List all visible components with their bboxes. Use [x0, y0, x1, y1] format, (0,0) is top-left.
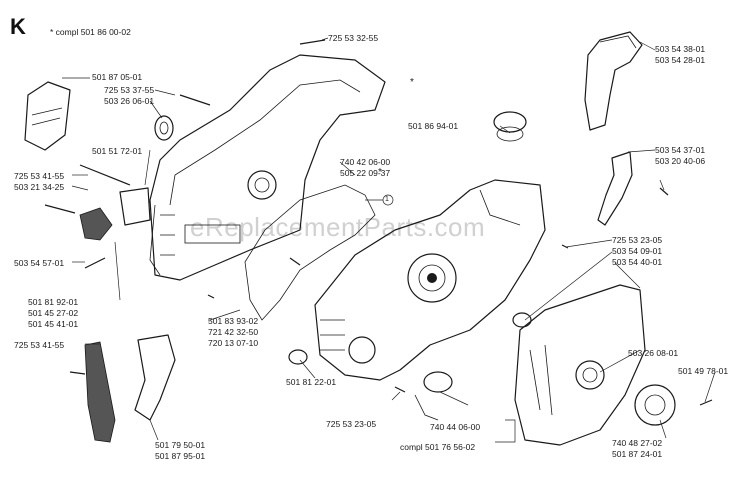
part-label: 725 53 23-05	[612, 235, 663, 245]
tensioner-block	[79, 207, 113, 241]
clutch-drum	[634, 384, 676, 426]
part-label: 503 26 06-01	[104, 96, 155, 106]
part-label: 503 20 40-06	[655, 156, 706, 166]
part-label: 501 45 27-02	[28, 308, 79, 318]
air-duct	[584, 31, 643, 131]
part-label: 720 13 07-10	[208, 338, 259, 348]
chain-guard-plate	[24, 81, 71, 151]
part-label: 725 53 32-55	[328, 33, 379, 43]
compl-note: * compl 501 86 00-02	[50, 27, 131, 37]
part-label: 503 54 28-01	[655, 55, 706, 65]
seal-ring-left	[154, 115, 174, 141]
part-label: 503 54 40-01	[612, 257, 663, 267]
crankcase-upper-half	[149, 54, 386, 281]
part-label: 725 53 41-55	[14, 340, 65, 350]
part-label: 501 49 78-01	[678, 366, 729, 376]
part-label: 740 42 06-00	[340, 157, 391, 167]
part-label: 501 81 22-01	[286, 377, 337, 387]
clutch-cover-plate	[514, 284, 646, 446]
part-label: 501 81 92-01	[28, 297, 79, 307]
grommet	[493, 111, 527, 142]
spike-bumper	[84, 334, 176, 443]
asterisk-marker: *	[378, 167, 382, 178]
part-label: 725 53 41-55	[14, 171, 65, 181]
asterisk-marker: *	[410, 77, 414, 88]
oil-pump	[414, 371, 453, 421]
part-label: 501 83 93-02	[208, 316, 259, 326]
part-label: 501 87 24-01	[612, 449, 663, 459]
part-label: 501 51 72-01	[92, 146, 143, 156]
part-label: 503 54 57-01	[14, 258, 65, 268]
callout-number: 1	[385, 196, 389, 203]
part-label: 503 54 38-01	[655, 44, 706, 54]
chain-catcher	[119, 187, 151, 226]
part-label: 503 26 08-01	[628, 348, 679, 358]
part-label: 725 53 23-05	[326, 419, 377, 429]
screws	[44, 39, 713, 406]
section-letter: K	[10, 14, 26, 39]
part-label: 501 86 94-01	[408, 121, 459, 131]
gasket	[244, 184, 376, 321]
crankcase-lower-half	[314, 179, 546, 381]
part-label: 721 42 32-50	[208, 327, 259, 337]
part-label: 740 44 06-00	[430, 422, 481, 432]
deflector-plate	[597, 151, 633, 226]
bushing-small	[288, 312, 532, 365]
part-label: 501 79 50-01	[155, 440, 206, 450]
leader-lines	[62, 37, 716, 443]
part-label: 740 48 27-02	[612, 438, 663, 448]
part-label: 503 21 34-25	[14, 182, 65, 192]
part-label: compl 501 76 56-02	[400, 442, 476, 452]
part-label: 505 22 09-37	[340, 168, 391, 178]
part-label: 503 54 37-01	[655, 145, 706, 155]
part-label: 501 45 41-01	[28, 319, 79, 329]
part-label: 503 54 09-01	[612, 246, 663, 256]
part-label: 501 87 95-01	[155, 451, 206, 461]
part-label: 501 87 05-01	[92, 72, 143, 82]
part-label: 725 53 37-55	[104, 85, 155, 95]
